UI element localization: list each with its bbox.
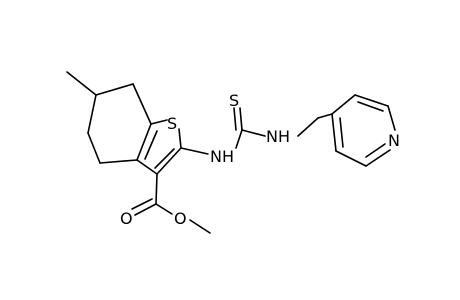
bond-py-n-c6-inner [365,143,386,158]
bond-ch2-pyridine [317,113,333,119]
bond-py-c6-c5 [335,150,367,167]
bond-carbonyl-o-2 [131,198,153,210]
bond-c2-c3-outer [156,147,182,175]
bond-carbonyl-o-1 [134,203,157,216]
bond-cthio-s-1 [239,107,243,131]
bond-s-c2 [178,128,182,149]
atom-sulfur-thiocarbonyl: S [229,91,239,110]
bond-c4-c3a [99,159,138,164]
bond-c-oester [155,203,173,215]
bond-c3-ccarbonyl [155,173,158,205]
bond-c2-nh [180,147,209,155]
atom-nitrogen-pyridine: N [388,131,400,150]
bond-cthio-nh [241,129,266,137]
bond-methyl-c6 [66,71,97,96]
bond-c7a-c3a-inner [144,130,158,160]
bond-py-c5-c4-inner [339,117,344,148]
bond-py-c3-c2 [354,94,389,107]
atom-oxygen-ester: O [174,209,187,228]
bond-oester-methyl [189,219,211,234]
bond-c7-c7a [132,83,152,125]
bond-c3-c3a [136,159,158,175]
bond-nh-ch2 [297,117,319,137]
bond-c7a-s [150,119,168,125]
bond-py-c4-c3 [331,94,356,115]
atom-sulfur-ring: S [167,114,177,133]
bond-cthio-s-2 [233,107,237,131]
bond-c6-c5 [87,94,97,134]
bond-c2-c3-inner [154,148,175,169]
atom-oxygen-carbonyl: O [120,209,133,228]
bond-py-c2-n [387,105,396,131]
bond-py-c3-c2-inner [357,101,384,112]
bond-c6-c7 [95,83,134,96]
bond-py-c5-c4 [331,113,337,152]
bond-nh-cthio [235,129,243,149]
bond-py-n-c6 [365,149,391,167]
atom-nh-left: NH [210,147,234,166]
bond-c5-c4 [87,132,101,164]
atom-nh-right: NH [266,127,290,146]
bond-c7a-c3a-outer [136,123,152,161]
